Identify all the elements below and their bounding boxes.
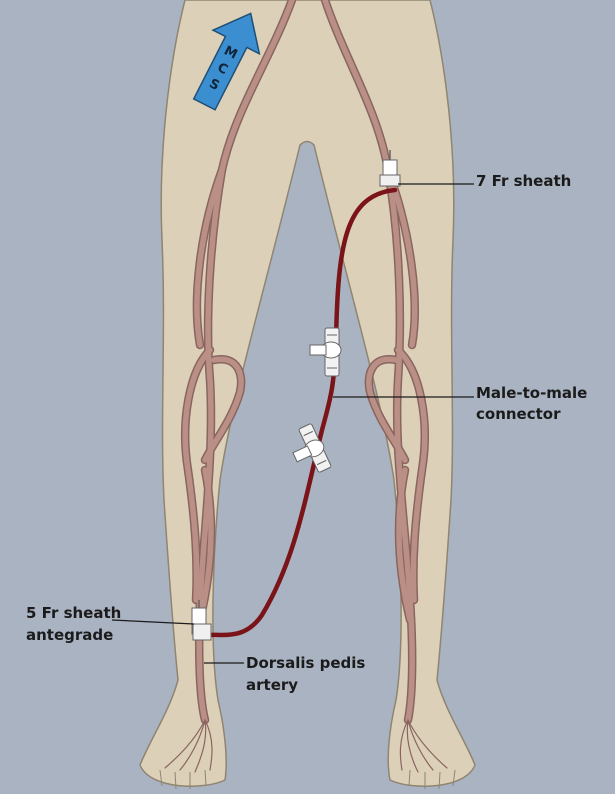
label-5fr-line2: antegrade xyxy=(26,626,113,644)
leader-lines xyxy=(111,183,474,664)
sheath-5fr xyxy=(191,600,212,641)
sheath-7fr xyxy=(379,150,401,187)
label-connector-line2: connector xyxy=(476,405,561,423)
right-leg-arteries xyxy=(320,0,448,773)
toe-creases xyxy=(159,769,456,790)
mcs-arrow-shape xyxy=(192,12,261,111)
stopcock-lower xyxy=(292,423,332,473)
bypass-tubing xyxy=(202,187,398,638)
label-7fr-sheath: 7 Fr sheath xyxy=(476,172,571,190)
label-dorsalis-line2: artery xyxy=(246,676,298,694)
label-5fr-line1: 5 Fr sheath xyxy=(26,604,121,622)
leader-5fr xyxy=(111,619,195,625)
stopcock-upper xyxy=(309,327,342,377)
mcs-arrow: M C S xyxy=(192,12,261,111)
label-connector-line1: Male-to-male xyxy=(476,384,587,402)
label-dorsalis-line1: Dorsalis pedis xyxy=(246,654,365,672)
mcs-letter-m: M xyxy=(221,43,239,62)
